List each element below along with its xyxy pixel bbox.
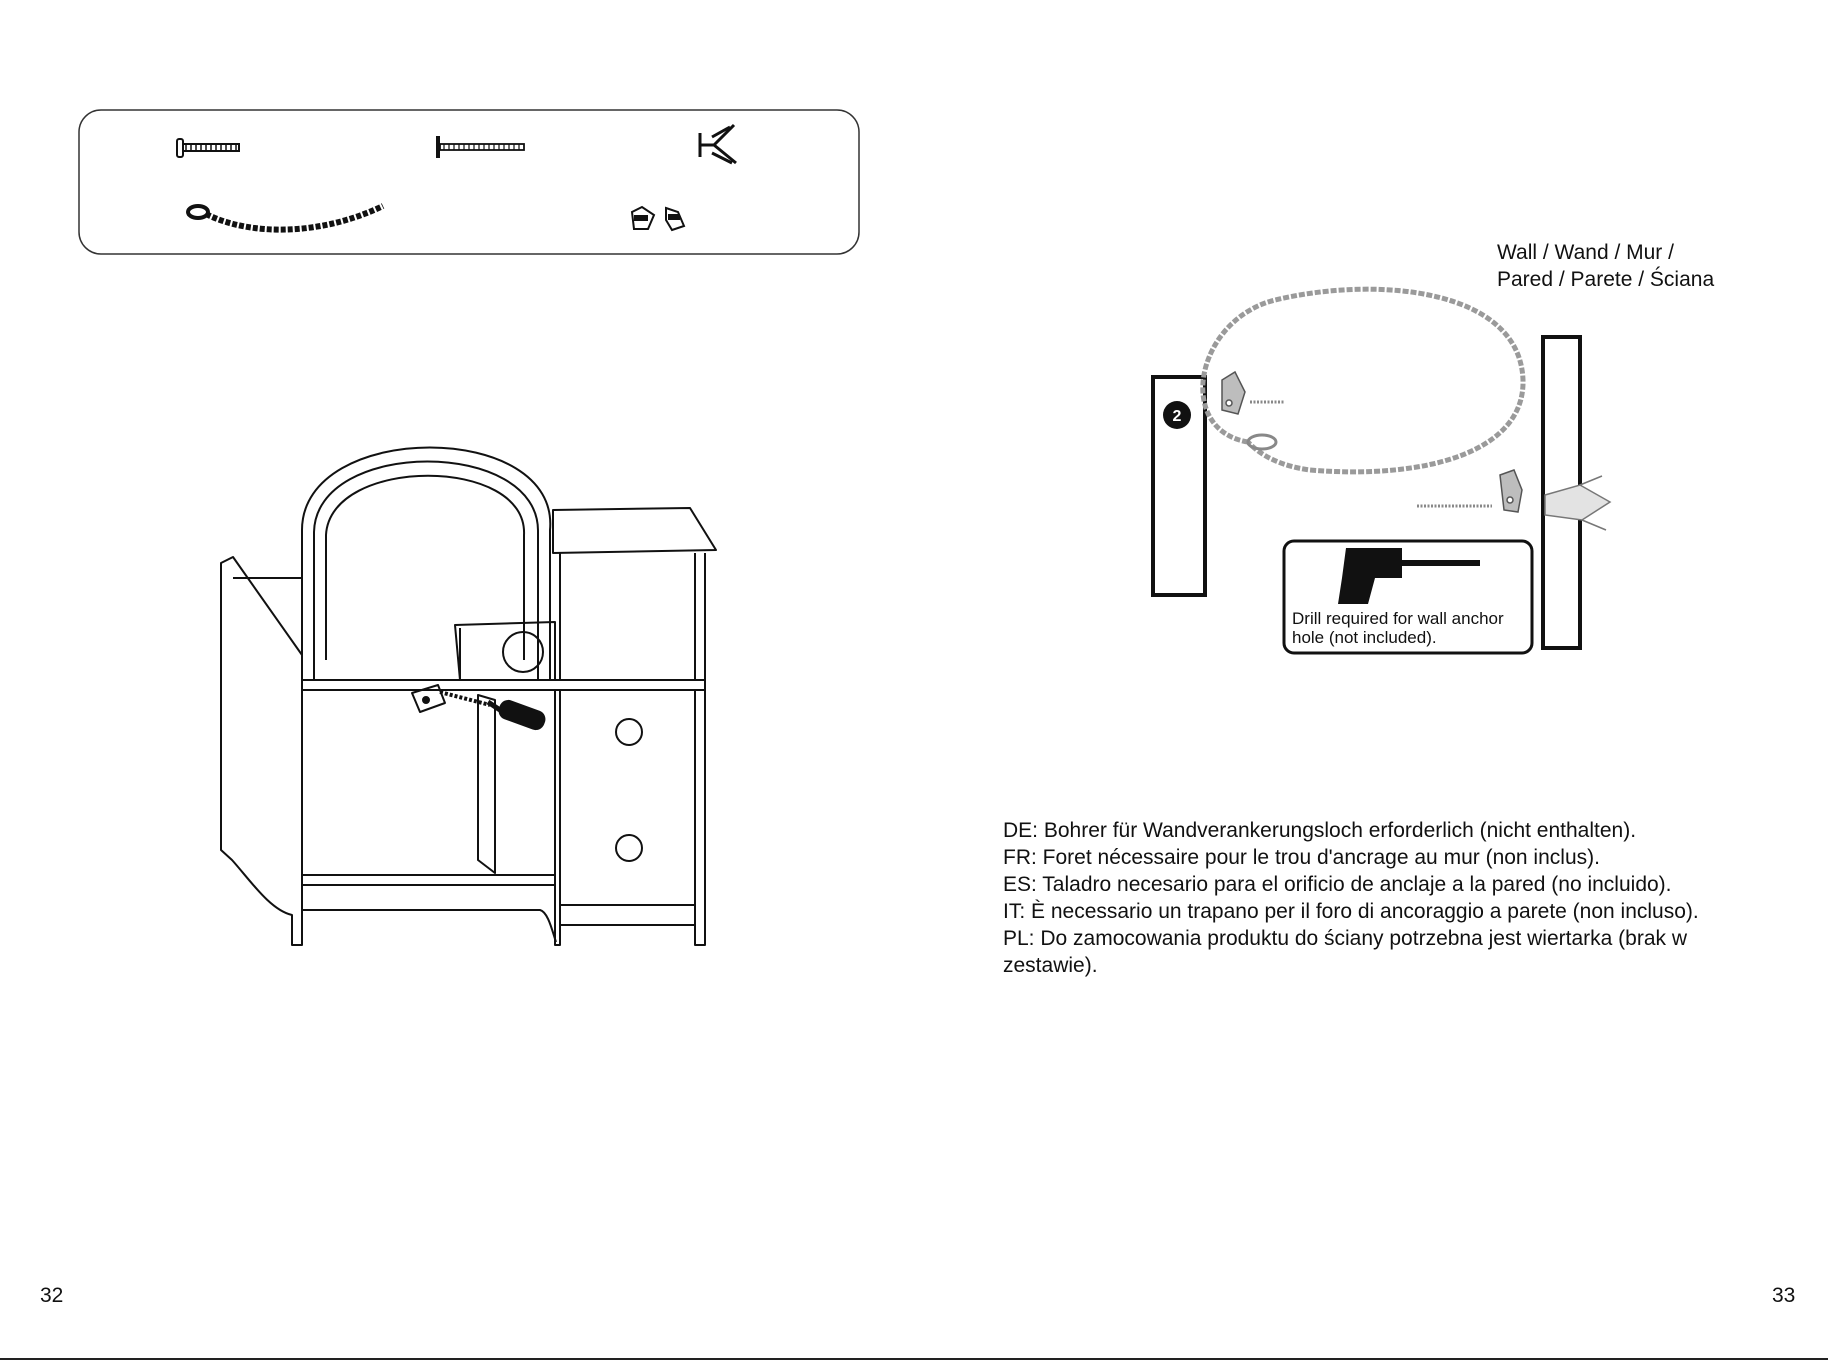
wall-plug-icon [1544,475,1612,531]
drawer-cabinet [554,689,706,946]
wall-anchor-diagram: 2 [1151,286,1612,655]
wall-label: Wall / Wand / Mur / Pared / Parete / Ści… [1497,239,1714,293]
wall-label-line-1: Wall / Wand / Mur / [1497,241,1674,264]
page-number-left: 32 [40,1284,64,1307]
wall-bracket [411,684,446,713]
wall-anchor-icon [698,123,737,165]
furniture-panel [1151,375,1207,597]
drill-callout-box [1282,539,1534,655]
step-badge-number: 2 [1173,408,1182,425]
step-badge [1163,401,1191,429]
cabinet-illustration [220,446,717,946]
hardware-box-frame [78,109,860,255]
drawer-knob-top [615,718,643,746]
strap-screw [439,690,491,707]
wall-label-line-2: Pared / Parete / Ściana [1497,268,1715,291]
bracket-wall-side [1499,469,1523,513]
mirror-frame-outer [301,446,552,680]
drawer-knob-bottom [615,834,643,862]
bottom-shelf [301,874,556,886]
instruction-pl: PL: Do zamocowania produktu do ściany po… [1003,927,1687,977]
instruction-de: DE: Bohrer für Wandverankerungsloch erfo… [1003,819,1637,842]
instruction-it: IT: È necessario un trapano per il foro … [1003,900,1699,923]
instruction-es: ES: Taladro necesario para el orificio d… [1003,873,1672,896]
page-number-right: 33 [1772,1284,1796,1307]
hardware-box [78,109,860,255]
bracket-furniture-side [1221,370,1246,415]
strap-bracket-icon [630,205,686,232]
safety-strap-icon [186,203,385,233]
screwdriver-icon [486,699,546,731]
instruction-fr: FR: Foret nécessaire pour le trou d'ancr… [1003,846,1600,869]
jewelry-box [454,621,556,681]
left-side-panel [220,556,303,946]
bottom-rule [0,1358,1828,1360]
drill-note: Drill required for wall anchor hole (not… [1292,609,1504,647]
drill-icon [1338,548,1480,604]
instructions-block: DE: Bohrer für Wandverankerungsloch erfo… [1003,817,1773,979]
safety-strap-loop [1200,286,1526,475]
mirror-glass [325,474,526,660]
top-shelf [552,507,717,554]
screw-short-icon [176,138,240,158]
screw-long-icon [436,136,525,158]
